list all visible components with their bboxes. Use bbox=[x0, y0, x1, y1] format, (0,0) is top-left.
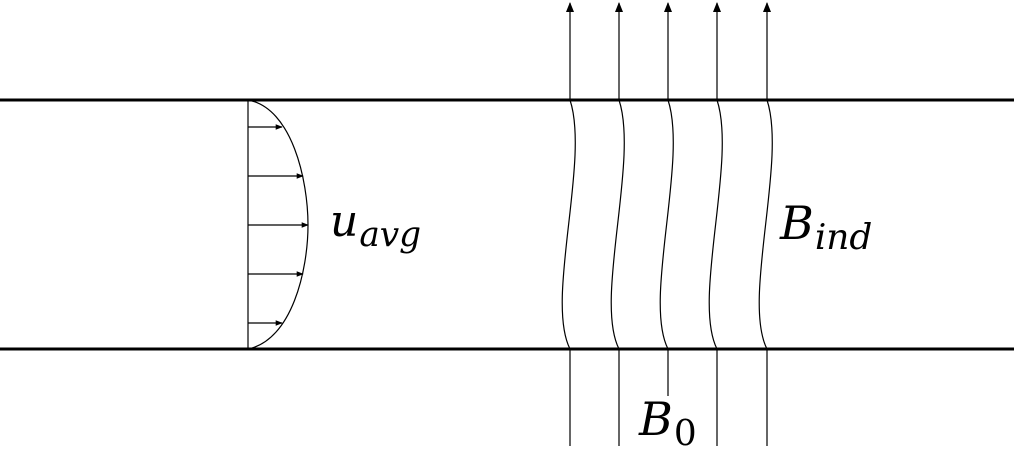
label-main: B bbox=[639, 392, 673, 446]
label-subscript: ind bbox=[814, 217, 873, 259]
field-line bbox=[561, 2, 576, 446]
induced-field-label: Bind bbox=[780, 200, 872, 255]
field-line bbox=[610, 2, 625, 446]
label-subscript: 0 bbox=[673, 413, 697, 455]
applied-field-label: B0 bbox=[637, 396, 699, 451]
field-lines bbox=[561, 2, 773, 446]
field-line bbox=[659, 2, 674, 400]
average-velocity-label: uavg bbox=[330, 200, 421, 252]
field-line bbox=[758, 2, 773, 446]
velocity-profile bbox=[247, 99, 309, 350]
label-main: u bbox=[330, 196, 359, 247]
label-subscript: avg bbox=[359, 214, 422, 255]
field-line bbox=[708, 2, 723, 446]
label-main: B bbox=[780, 196, 814, 250]
